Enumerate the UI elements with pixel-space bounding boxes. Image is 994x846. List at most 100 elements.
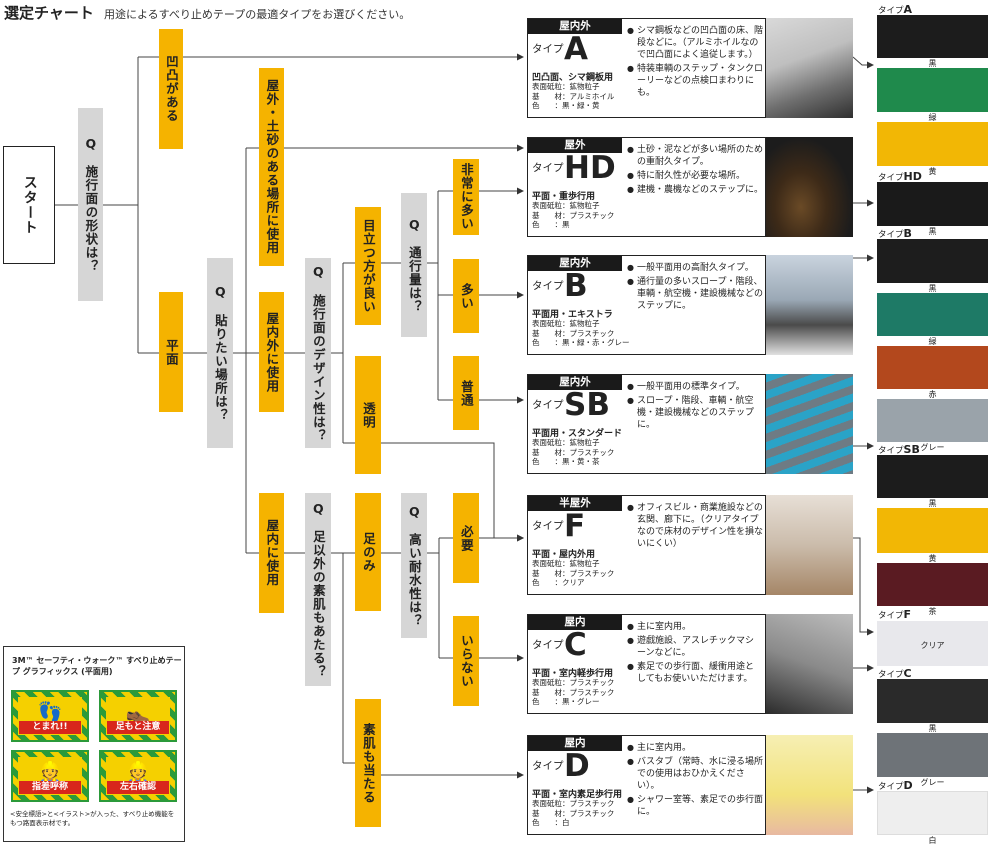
product-card-d: 屋内 タイプ D 平面・室内素足歩行用 表面砥粒：プラスチック基 材：プラスチッ…	[527, 735, 766, 835]
option-design-visible: 目立つ方が良い	[355, 207, 381, 325]
usage-text: 平面用・エキストラ	[532, 310, 613, 320]
graphic-tile-stop: 👣 とまれ!!	[11, 690, 89, 742]
question-design: Q 施行面のデザイン性は？	[305, 258, 331, 448]
description-list: シマ鋼板などの凹凸面の床、階段などに。（アルミホイルなので凹凸面によく追従します…	[627, 25, 763, 101]
swatch-caption: 白	[928, 836, 937, 845]
usage-text: 平面・重歩行用	[532, 192, 596, 202]
spec-list: 表面砥粒：鉱物粒子基 材：プラスチック色 ：クリア	[532, 559, 615, 587]
option-traffic-normal: 普通	[453, 356, 479, 430]
card-header: 屋内外	[528, 375, 622, 390]
swatch-b-red	[877, 346, 988, 389]
swatch-hd-black	[877, 182, 988, 226]
product-card-c: 屋内 タイプ C 平面・室内軽歩行用 表面砥粒：プラスチック基 材：プラスチック…	[527, 614, 766, 714]
swatch-caption: 緑	[928, 113, 937, 122]
swatch-a-yellow	[877, 122, 988, 166]
graphic-tile-label: 指差呼称	[19, 781, 81, 794]
page-subtitle: 用途によるすべり止めテープの最適タイプをお選びください。	[104, 8, 411, 21]
swatch-label-hd: タイプHD	[878, 170, 922, 183]
swatch-c-black	[877, 679, 988, 723]
spec-list: 表面砥粒：鉱物粒子基 材：アルミホイル色 ：黒・緑・黄	[532, 82, 615, 110]
type-letter: SB	[564, 387, 610, 423]
worker-icon: 👷	[37, 760, 63, 784]
description-list: 一般平面用の高耐久タイプ。通行量の多いスロープ・階段、車輌・航空機・建設機械など…	[627, 262, 763, 314]
type-letter: HD	[564, 150, 616, 186]
card-header: 半屋外	[528, 496, 622, 511]
swatch-b-green	[877, 293, 988, 336]
usage-text: 平面・室内軽歩行用	[532, 669, 614, 679]
option-traffic-high: 多い	[453, 259, 479, 333]
option-outdoor-dirt: 屋外・土砂のある場所に使用	[259, 68, 284, 266]
spec-list: 表面砥粒：プラスチック基 材：プラスチック色 ：黒・グレー	[532, 678, 615, 706]
photo-high-heels	[766, 495, 853, 595]
spec-list: 表面砥粒：鉱物粒子基 材：プラスチック色 ：黒	[532, 201, 615, 229]
graphics-note: <安全標語>と<イラスト>が入った、すべり止め機能をもつ路面表示材です。	[10, 810, 175, 827]
photo-vehicle-step	[766, 614, 853, 714]
workers-icon: 👷	[125, 760, 151, 784]
description-list: 主に室内用。遊戯施設、アスレチックマシーンなどに。素足での歩行面、緩衝用途として…	[627, 621, 763, 687]
page-title: 選定チャート	[4, 4, 94, 22]
description-list: 主に室内用。バスタブ（常時、水に浸る場所での使用はおひかえください）。シャワー室…	[627, 742, 763, 820]
type-letter: C	[564, 627, 587, 663]
swatch-sb-brown	[877, 563, 988, 606]
photo-barefoot	[766, 735, 853, 835]
spec-list: 表面砥粒：鉱物粒子基 材：プラスチック色 ：黒・黄・茶	[532, 438, 615, 466]
swatch-d-white	[877, 791, 988, 835]
swatch-label-c: タイプC	[878, 667, 912, 680]
spec-list: 表面砥粒：プラスチック基 材：プラスチック色 ：白	[532, 799, 615, 827]
type-label: タイプ	[532, 760, 564, 772]
usage-text: 平面用・スタンダード	[532, 429, 623, 439]
card-header: 屋内	[528, 736, 622, 751]
option-traffic-very-high: 非常に多い	[453, 159, 479, 235]
question-traffic: Q 通行量は？	[401, 193, 427, 337]
question-water: Q 高い耐水性は？	[401, 493, 427, 638]
swatch-label-sb: タイプSB	[878, 443, 920, 456]
start-node: スタート	[3, 146, 55, 264]
question-surface-shape: Q 施行面の形状は？	[78, 108, 103, 301]
type-letter: A	[564, 31, 588, 67]
card-header: 屋内外	[528, 19, 622, 34]
graphic-tile-look-both: 👷 左右確認	[99, 750, 177, 802]
graphic-tile-label: 足もと注意	[107, 721, 169, 734]
swatch-label-f: タイプF	[878, 608, 912, 621]
type-label: タイプ	[532, 162, 564, 174]
swatch-b-gray	[877, 399, 988, 442]
swatch-caption: 黒	[928, 284, 937, 293]
swatch-b-black	[877, 239, 988, 283]
type-label: タイプ	[532, 639, 564, 651]
swatch-caption: 黄	[928, 554, 937, 563]
option-bare-skin: 素肌も当たる	[355, 699, 381, 827]
usage-text: 平面・屋内外用	[532, 550, 596, 560]
option-water-needed: 必要	[453, 493, 479, 583]
product-card-a: 屋内外 タイプ A 凹凸面、シマ鋼板用 表面砥粒：鉱物粒子基 材：アルミホイル色…	[527, 18, 766, 118]
graphic-tile-label: とまれ!!	[19, 721, 81, 734]
type-letter: B	[564, 268, 588, 304]
option-indoor: 屋内に使用	[259, 493, 284, 613]
product-card-sb: 屋内外 タイプ SB 平面用・スタンダード 表面砥粒：鉱物粒子基 材：プラスチッ…	[527, 374, 766, 474]
card-header: 屋内	[528, 615, 622, 630]
swatch-caption: グレー	[920, 443, 945, 452]
swatch-caption: 黒	[928, 227, 937, 236]
swatch-a-green	[877, 68, 988, 112]
swatch-sb-yellow	[877, 508, 988, 553]
photo-stairs-walker	[766, 255, 853, 355]
option-water-not-needed: いらない	[453, 616, 479, 706]
swatch-sb-black	[877, 455, 988, 498]
spec-list: 表面砥粒：鉱物粒子基 材：プラスチック色 ：黒・緑・赤・グレー	[532, 319, 630, 347]
type-label: タイプ	[532, 280, 564, 292]
graphics-box	[3, 646, 185, 842]
swatch-f-clear	[877, 621, 988, 666]
swatch-c-gray	[877, 733, 988, 777]
description-list: 一般平面用の標準タイプ。スロープ・階段、車輌・航空機・建設機械などのステップに。	[627, 381, 763, 433]
swatch-a-black	[877, 15, 988, 58]
graphics-title: 3M™ セーフティ・ウォーク™ すべり止めテープ グラフィックス (平面用)	[12, 656, 182, 676]
swatch-caption: 緑	[928, 337, 937, 346]
option-design-clear: 透明	[355, 356, 381, 474]
footprints-icon: 👣	[37, 700, 63, 724]
swatch-label-d: タイプD	[878, 779, 913, 792]
product-card-hd: 屋外 タイプ HD 平面・重歩行用 表面砥粒：鉱物粒子基 材：プラスチック色 ：…	[527, 137, 766, 237]
option-in-out: 屋内外に使用	[259, 292, 284, 412]
photo-steel-steps	[766, 374, 853, 474]
graphic-tile-point-call: 👷 指差呼称	[11, 750, 89, 802]
usage-text: 凹凸面、シマ鋼板用	[532, 73, 614, 83]
